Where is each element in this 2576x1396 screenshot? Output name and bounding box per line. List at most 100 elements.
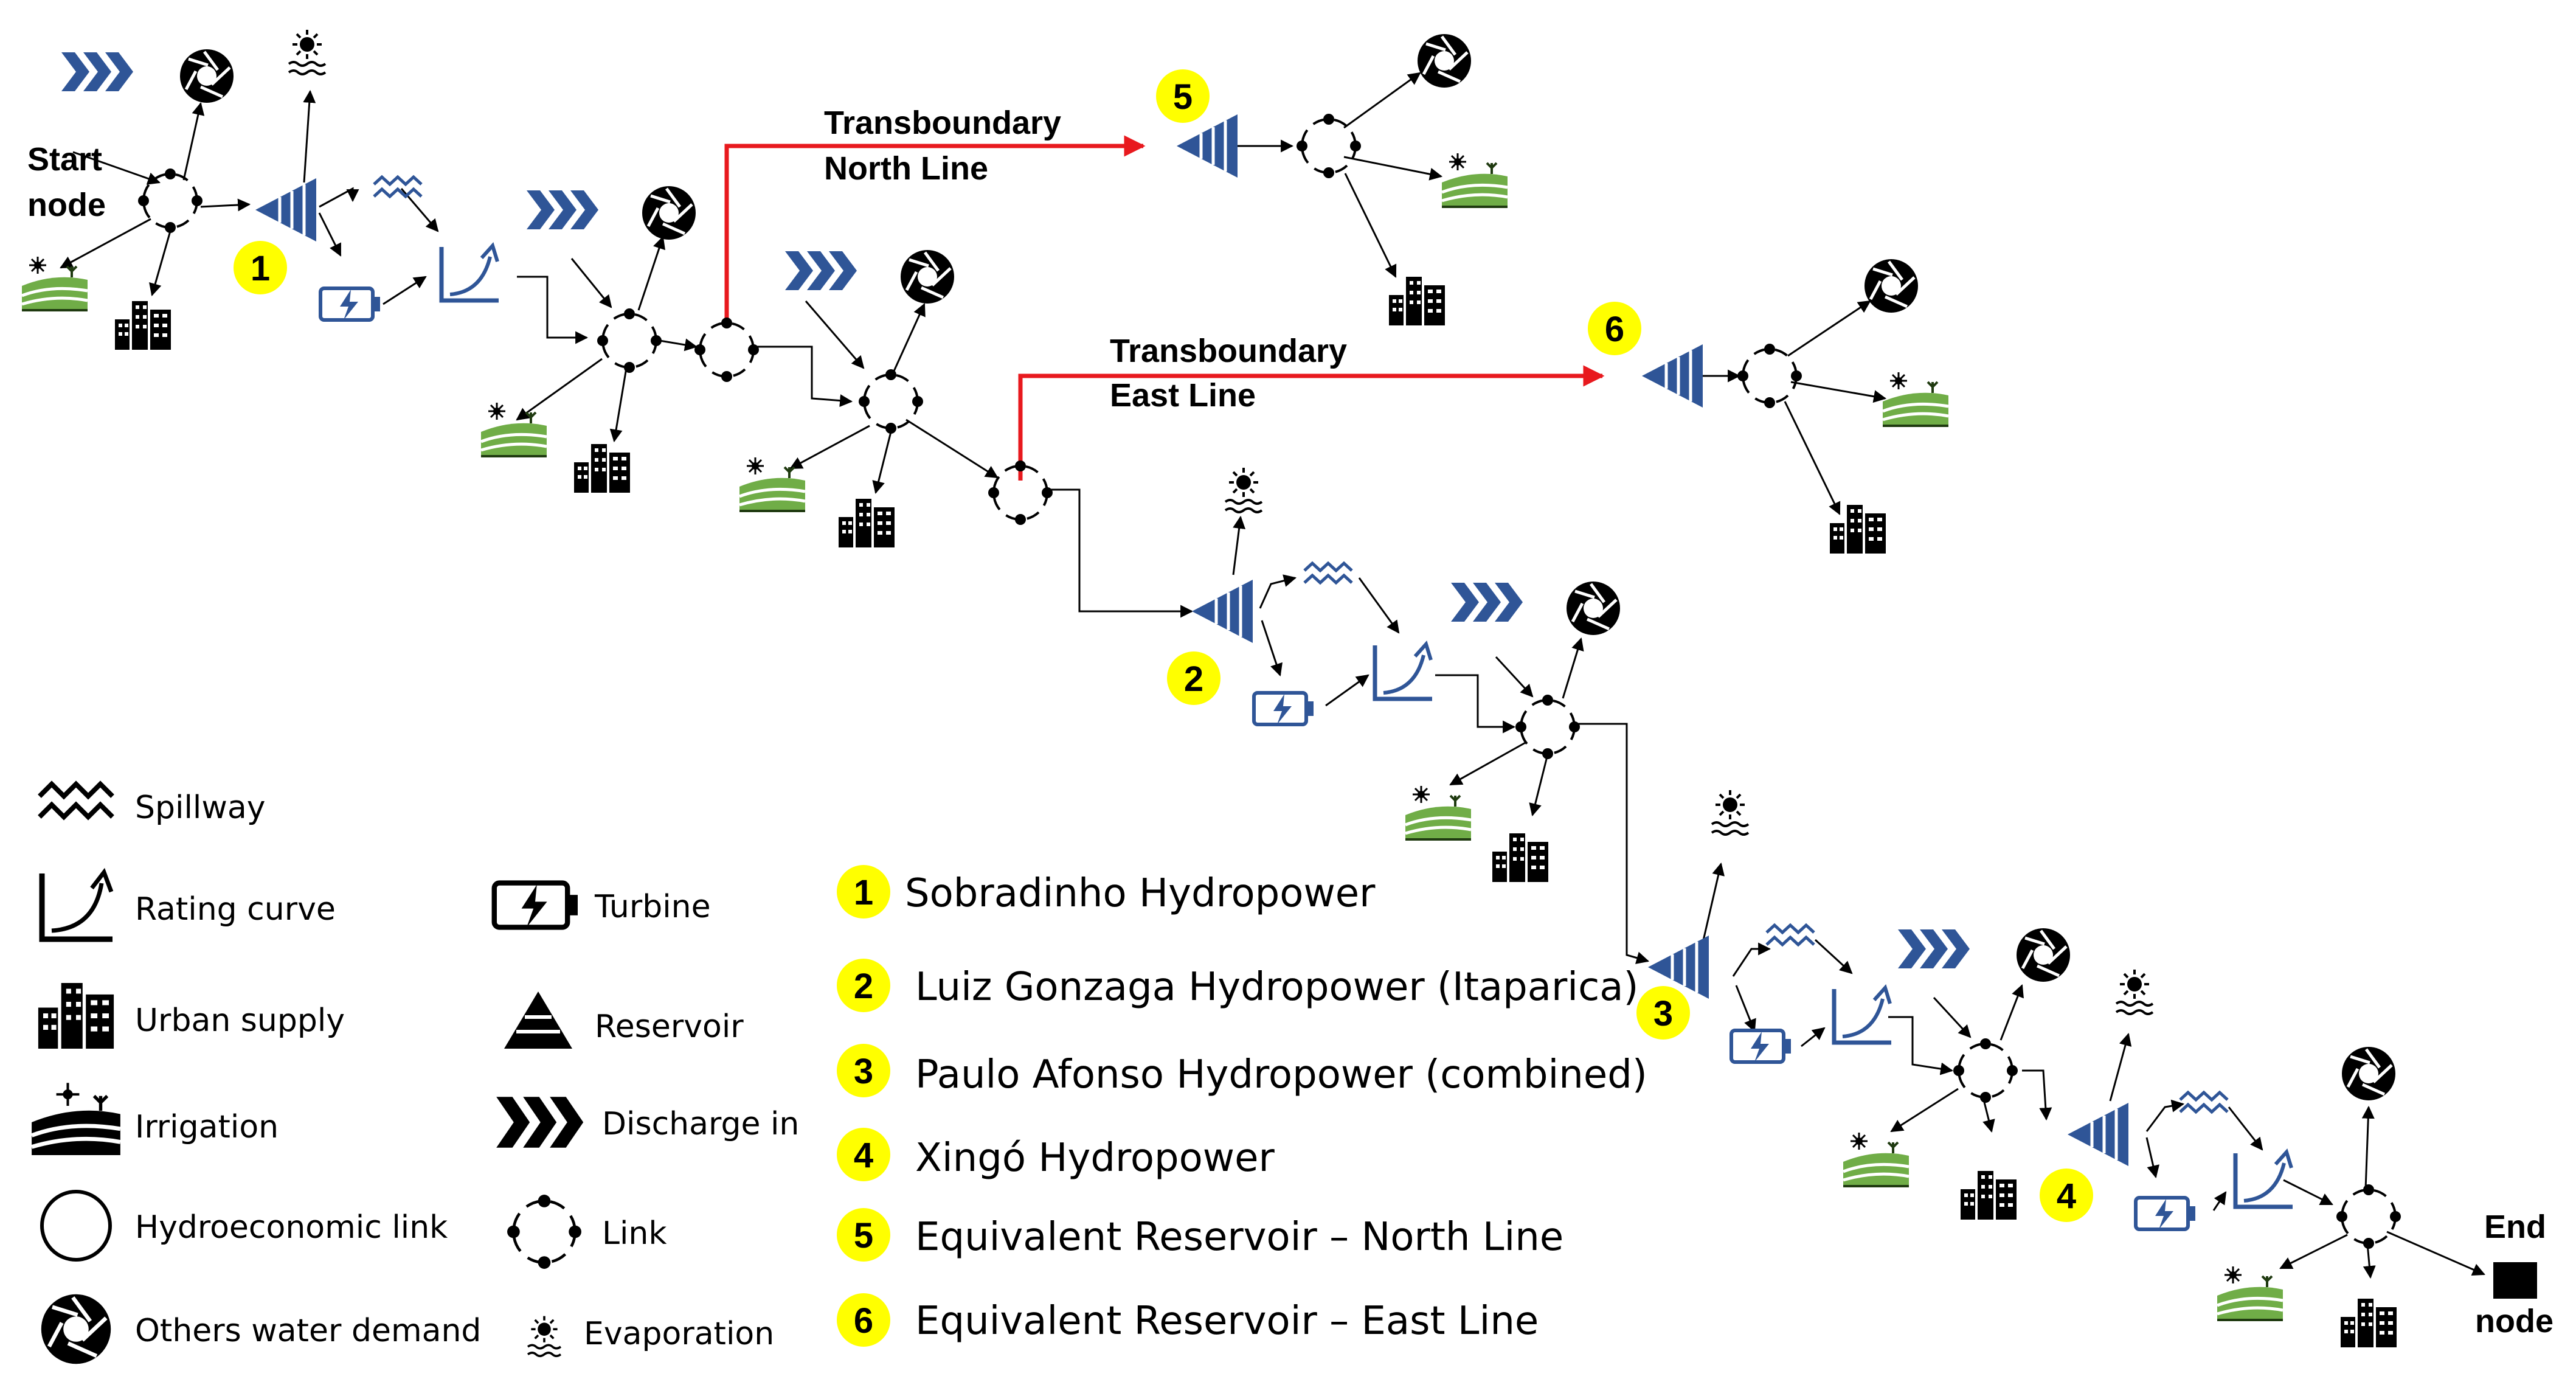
spillway-icon (1767, 925, 1814, 945)
reservoir-5-icon (1177, 114, 1238, 178)
others-demand-icon (1567, 582, 1620, 635)
urban-supply-icon (574, 444, 630, 493)
urban-supply-icon (1961, 1171, 2017, 1220)
irrigation-legend-icon (30, 1083, 121, 1155)
plant-badges: 1 5 6 2 3 4 (234, 69, 2093, 1222)
spillway-icon (1304, 563, 1352, 583)
north-line-label-1: Transboundary (824, 105, 1061, 141)
svg-text:4: 4 (854, 1136, 873, 1175)
start-node-label-2: node (27, 187, 106, 223)
svg-text:1: 1 (251, 249, 270, 288)
spillway-icon (2180, 1092, 2228, 1112)
end-node-label-2: node (2475, 1303, 2553, 1339)
others-demand-icon (1864, 259, 1918, 313)
others-demand-icon (642, 186, 696, 240)
irrigation-icon (1442, 153, 1508, 207)
svg-text:2: 2 (1184, 659, 1203, 699)
east-line-connector (1018, 365, 1605, 481)
urban-supply-icon (1389, 277, 1445, 325)
north-line-label-2: North Line (824, 150, 988, 187)
link-node (1514, 693, 1581, 760)
evaporation-icon (1224, 467, 1263, 513)
svg-text:5: 5 (854, 1216, 873, 1255)
evaporation-icon (1711, 789, 1750, 836)
others-demand-icon (1418, 34, 1471, 88)
plant-6-name: Equivalent Reservoir – East Line (915, 1299, 1539, 1344)
svg-text:5: 5 (1173, 77, 1193, 117)
legend-discharge-in: Discharge in (602, 1106, 799, 1142)
legend-spillway: Spillway (135, 790, 266, 826)
turbine-icon (1731, 1030, 1791, 1062)
svg-text:2: 2 (854, 967, 873, 1006)
svg-text:3: 3 (1653, 994, 1673, 1033)
discharge-in-legend-icon (496, 1097, 584, 1148)
discharge-in-icon (785, 251, 857, 290)
urban-supply-icon (115, 301, 171, 350)
link-node (2335, 1183, 2402, 1250)
others-demand-icon (180, 49, 234, 103)
turbine-icon (320, 288, 380, 320)
discharge-in-icon (61, 52, 133, 91)
edges (60, 72, 2485, 1279)
irrigation-icon (481, 403, 547, 456)
legend-link: Link (602, 1215, 667, 1252)
reservoir-2-icon (1192, 580, 1253, 643)
legend-urban-supply: Urban supply (135, 1002, 345, 1039)
reservoir-4-icon (2068, 1103, 2128, 1166)
end-node-label-1: End (2484, 1209, 2546, 1245)
others-demand-icon (901, 250, 954, 304)
others-demand-icon (2017, 928, 2070, 982)
legend: Spillway Rating curve Urban supply Irrig… (30, 780, 799, 1364)
others-demand-legend-icon (41, 1294, 111, 1364)
plant-4-name: Xingó Hydropower (915, 1136, 1275, 1181)
evaporation-icon (2115, 968, 2154, 1015)
link-legend-icon (507, 1195, 581, 1269)
start-node-label-1: Start (27, 141, 102, 178)
link-node (596, 307, 663, 374)
legend-reservoir: Reservoir (595, 1009, 744, 1045)
east-line-label-2: East Line (1110, 377, 1256, 414)
svg-text:1: 1 (854, 873, 873, 912)
east-line-label-1: Transboundary (1110, 333, 1347, 369)
plant-3-name: Paulo Afonso Hydropower (combined) (915, 1052, 1647, 1097)
link-node (987, 459, 1054, 526)
irrigation-icon (2217, 1266, 2283, 1320)
rating-curve-legend-icon (39, 867, 114, 942)
turbine-legend-icon (491, 880, 578, 930)
spillway-icon (374, 177, 421, 196)
svg-text:6: 6 (854, 1301, 873, 1341)
urban-supply-legend-icon (38, 983, 114, 1049)
rating-curve-icon (1375, 644, 1432, 699)
reservoir-6-icon (1642, 344, 1703, 408)
end-node (2493, 1262, 2537, 1299)
irrigation-icon (1405, 786, 1471, 839)
evaporation-icon (288, 29, 327, 75)
plant-list: 1 Sobradinho Hydropower 2 Luiz Gonzaga H… (837, 865, 1647, 1347)
discharge-in-icon (1451, 583, 1523, 622)
svg-text:3: 3 (854, 1052, 873, 1091)
turbine-icon (1254, 693, 1314, 724)
legend-turbine: Turbine (594, 889, 711, 925)
svg-text:4: 4 (2057, 1176, 2076, 1216)
discharge-in-icon (527, 190, 598, 229)
reservoir-1-icon (255, 178, 316, 241)
hydroeconomic-link-legend-icon (40, 1190, 112, 1262)
reservoir-legend-icon (504, 991, 572, 1049)
urban-supply-icon (2341, 1299, 2397, 1347)
plant-2-name: Luiz Gonzaga Hydropower (Itaparica) (915, 965, 1638, 1010)
irrigation-icon (1883, 372, 1948, 426)
link-node (693, 316, 760, 383)
turbine-icon (2136, 1198, 2195, 1229)
north-line-connector (724, 135, 1146, 322)
link-node (1952, 1037, 2019, 1104)
others-demand-icon (2342, 1047, 2395, 1100)
svg-text:6: 6 (1605, 310, 1624, 349)
irrigation-icon (1843, 1133, 1909, 1186)
legend-hydroeconomic-link: Hydroeconomic link (135, 1209, 448, 1246)
urban-supply-icon (1492, 833, 1548, 882)
legend-irrigation: Irrigation (135, 1109, 279, 1145)
plant-5-name: Equivalent Reservoir – North Line (915, 1215, 1563, 1260)
urban-supply-icon (839, 499, 895, 547)
plant-1-name: Sobradinho Hydropower (905, 871, 1376, 916)
